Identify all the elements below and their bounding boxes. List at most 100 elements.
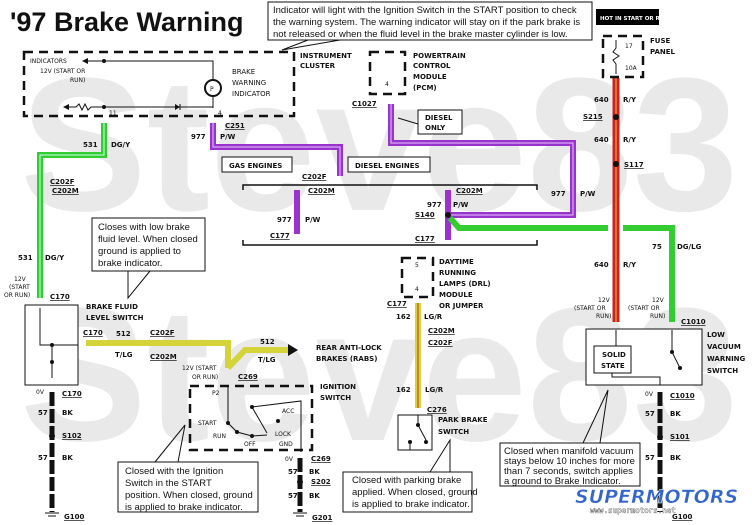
vac-label: SWITCH: [707, 367, 738, 375]
diesel-engines-label: DIESEL ENGINES: [355, 162, 420, 170]
position-label: ACC: [282, 408, 294, 415]
v12-label: OR RUN): [4, 292, 30, 299]
wire-color: R/Y: [623, 136, 637, 144]
supermotors-logo: SUPERMOTORS www.supermotors.net: [575, 486, 739, 515]
instrument-cluster: INSTRUMENT CLUSTER INDICATORS 12V (START…: [22, 50, 352, 118]
park-note-callout: Closed with parking brake applied. When …: [342, 438, 478, 513]
vac-label: LOW: [707, 331, 725, 339]
position-label: LOCK: [275, 431, 292, 438]
connector-c170: C170: [62, 390, 82, 398]
wire-number: 531: [18, 254, 33, 262]
wire-75-green: [447, 215, 675, 322]
page-title: '97 Brake Warning: [10, 7, 244, 37]
note-line: the warning system. The warning indicato…: [273, 17, 580, 28]
position-label: GND: [279, 441, 293, 448]
ground-label: G100: [64, 513, 84, 521]
bracket: [242, 184, 538, 190]
connector-c1027: C1027: [352, 100, 377, 108]
wire-number: 57: [645, 454, 655, 462]
note-line: position. When closed, ground: [125, 490, 253, 501]
cluster-label: INSTRUMENT: [300, 52, 352, 60]
splice-label: S140: [415, 211, 435, 219]
diesel-only-box: DIESEL ONLY: [397, 109, 463, 135]
vac-label: WARNING: [707, 355, 746, 363]
position-label: RUN: [213, 433, 226, 440]
park-brake-switch: PARK BRAKE SWITCH: [397, 414, 488, 451]
splice-label: S101: [670, 433, 690, 441]
connector-c1010: C1010: [681, 318, 706, 326]
note-line: Closes with low brake: [98, 222, 190, 233]
wire-color: BK: [309, 468, 320, 476]
wire-color: LG/R: [424, 313, 443, 321]
v12-label: 12V (START OR: [40, 68, 85, 75]
wire-color: P/W: [580, 190, 596, 198]
note-line: stays below 10 inches for more: [504, 456, 635, 467]
wire-number: 977: [427, 201, 442, 209]
bwi-label: BRAKE: [232, 68, 255, 76]
v12-label: RUN): [70, 77, 85, 84]
wire-number: 57: [38, 409, 48, 417]
wire-number: 57: [38, 454, 48, 462]
connector-c202m: C202M: [150, 353, 177, 361]
ignition-label: IGNITION: [320, 383, 356, 391]
diesel-only-label: ONLY: [425, 124, 446, 132]
splice-label: S202: [311, 478, 331, 486]
connector-c170: C170: [83, 329, 103, 337]
v12-label: RUN): [596, 313, 611, 320]
fuse-number: 17: [625, 43, 633, 50]
wire-number: 640: [594, 261, 609, 269]
splice-label: S117: [624, 161, 644, 169]
connector-c202f: C202F: [150, 329, 175, 337]
connector-c202m: C202M: [428, 327, 455, 335]
note-line: is applied to brake indicator.: [125, 502, 243, 513]
connector-c269: C269: [311, 455, 331, 463]
position-label: OFF: [244, 441, 256, 448]
diode-icon: [175, 104, 180, 110]
connector-c202f: C202F: [302, 173, 327, 181]
note-line: than 7 seconds, switch applies: [504, 466, 633, 477]
wire-color: LG/R: [425, 386, 444, 394]
fluid-switch-label: BRAKE FLUID: [86, 303, 138, 311]
connector-c269: C269: [238, 373, 258, 381]
v12-label: 12V: [14, 276, 27, 283]
v12-label: 12V (START: [182, 365, 217, 372]
pin-label: 4: [415, 286, 419, 293]
park-label: PARK BRAKE: [438, 416, 488, 424]
solid-state-label: STATE: [601, 362, 625, 370]
connector-c202f: C202F: [428, 339, 453, 347]
wire-977-purple-gas: [210, 123, 343, 234]
pcm-module: 4 POWERTRAIN CONTROL MODULE (PCM) C1027: [352, 50, 466, 108]
connector-c202m: C202M: [456, 187, 483, 195]
v12-label: (START: [9, 284, 30, 291]
pcm-label: CONTROL: [413, 62, 451, 70]
wire-color: BK: [62, 409, 73, 417]
wire-color: P/W: [220, 133, 236, 141]
splice-s140: [445, 212, 451, 218]
wire-512-yellow: [86, 340, 298, 371]
wire-color: DG/Y: [111, 141, 131, 149]
rabs-label: REAR ANTI-LOCK: [316, 344, 382, 352]
fuse-panel: 17 10A FUSE PANEL: [601, 34, 676, 79]
wire-number: 162: [396, 386, 411, 394]
wire-color: R/Y: [623, 96, 637, 104]
wire-number: 977: [277, 216, 292, 224]
diesel-engines-box: DIESEL ENGINES: [347, 156, 431, 173]
wire-color: BK: [670, 410, 681, 418]
voltage-label: 0V: [36, 389, 45, 396]
v12-label: OR RUN): [192, 374, 218, 381]
connector-c177: C177: [270, 232, 290, 240]
v12-label: (START OR: [574, 305, 606, 312]
wire-number: 57: [288, 492, 298, 500]
note-line: Closed with parking brake: [352, 475, 461, 486]
pcm-label: POWERTRAIN: [413, 52, 466, 60]
wire-number: 162: [396, 313, 411, 321]
note-line: not released or when the fluid level in …: [273, 29, 568, 40]
drl-label: MODULE: [439, 291, 473, 299]
fluid-note-callout: Closes with low brake fluid level. When …: [91, 217, 206, 300]
fuse-rating: 10A: [625, 65, 638, 72]
logo-text: SUPERMOTORS: [575, 486, 738, 508]
indicators-label: INDICATORS: [30, 58, 67, 65]
wire-number: 640: [594, 96, 609, 104]
brake-fluid-level-switch: BRAKE FLUID LEVEL SWITCH: [24, 303, 144, 386]
